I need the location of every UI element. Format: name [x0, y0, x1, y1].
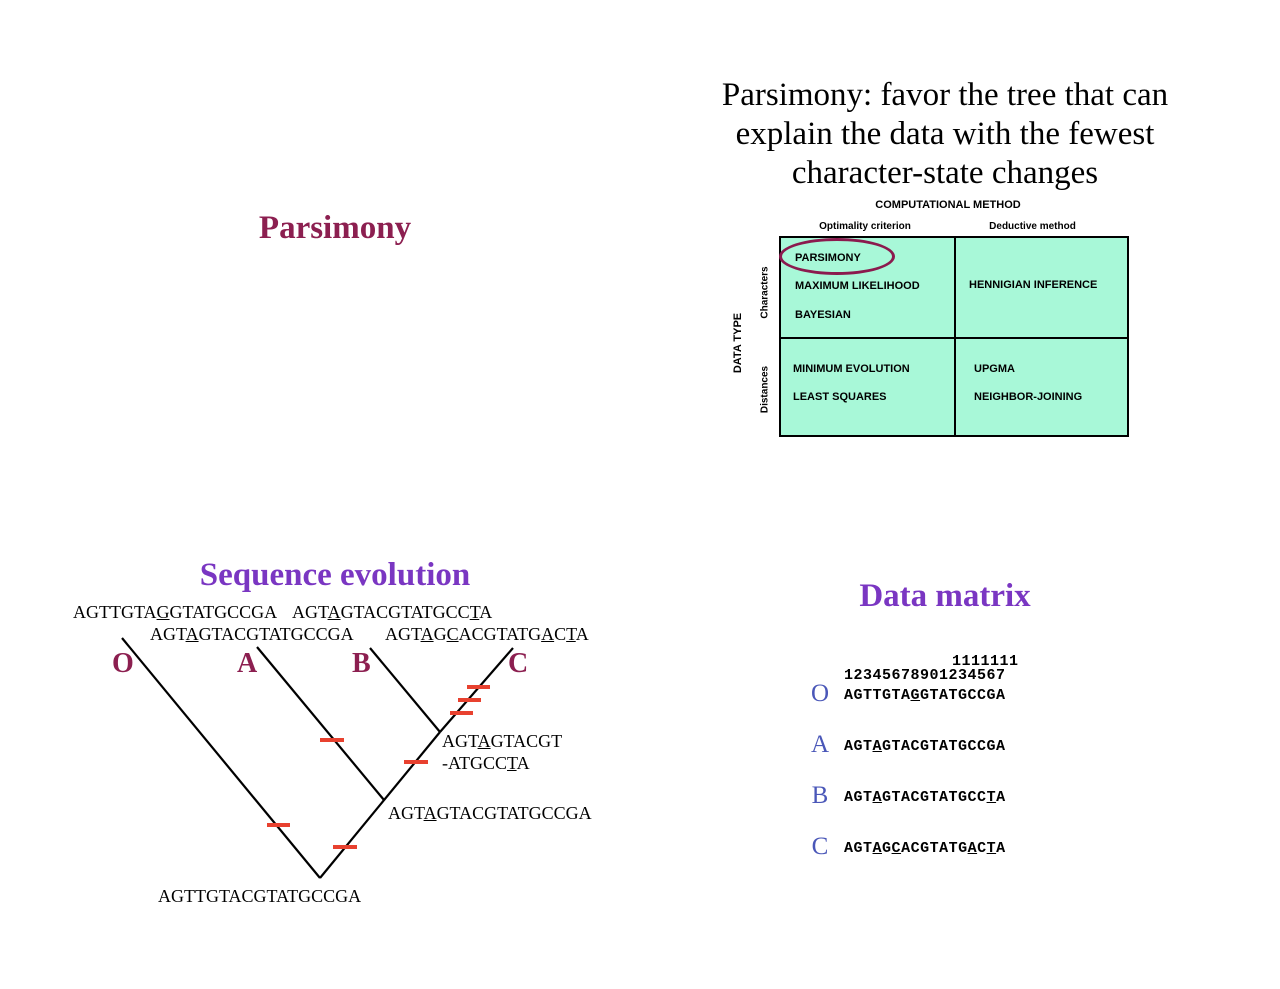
taxon-label-c: C — [508, 648, 529, 679]
taxon-label-a: A — [237, 648, 258, 679]
computational-method-heading: COMPUTATIONAL METHOD — [875, 199, 1021, 211]
sequence-a: AGTAGTACGTATGCCGA — [150, 624, 354, 644]
matrix-row-a: AGTAGTACGTATGCCGA — [844, 738, 1006, 755]
matrix-row-o: AGTTGTAGGTATGCCGA — [844, 687, 1006, 704]
grid-divider-horizontal — [781, 337, 1127, 339]
sequence-evolution-title: Sequence evolution — [199, 557, 471, 593]
optimality-criterion-heading: Optimality criterion — [819, 221, 911, 232]
deductive-method-heading: Deductive method — [989, 221, 1076, 232]
method-bayesian: BAYESIAN — [795, 309, 851, 321]
matrix-row-label-c: C — [811, 833, 829, 860]
sequence-c: AGTAGCACGTATGACTA — [385, 624, 589, 644]
method-neighbor-joining: NEIGHBOR-JOINING — [974, 391, 1083, 403]
matrix-row-label-a: A — [810, 731, 830, 758]
root-sequence: AGTTGTACGTATGCCGA — [158, 886, 362, 906]
method-upgma: UPGMA — [974, 363, 1015, 375]
method-maximum-likelihood: MAXIMUM LIKELIHOOD — [795, 280, 920, 292]
column-index-units: 12345678901234567 — [844, 667, 1006, 684]
column-index-tens: 1111111 — [952, 653, 1019, 670]
sequence-b: AGTAGTACGTATGCCTA — [292, 602, 493, 622]
branch-b — [369, 647, 441, 733]
branch-a — [256, 646, 385, 801]
method-minimum-evolution: MINIMUM EVOLUTION — [793, 363, 910, 375]
method-hennigian-inference: HENNIGIAN INFERENCE — [969, 279, 1098, 291]
node-abc-sequence: AGTAGTACGTATGCCGA — [388, 803, 592, 823]
data-matrix-title: Data matrix — [859, 578, 1031, 614]
headline-line-1: Parsimony: favor the tree that can — [721, 77, 1169, 113]
method-least-squares: LEAST SQUARES — [793, 391, 887, 403]
node-bc-sequence-line-2: -ATGCCTA — [442, 753, 530, 773]
headline-line-2: explain the data with the fewest — [735, 116, 1155, 152]
matrix-row-label-o: O — [810, 680, 830, 707]
matrix-row-b: AGTAGTACGTATGCCTA — [844, 789, 1006, 806]
taxon-label-b: B — [352, 648, 371, 679]
headline-line-3: character-state changes — [791, 155, 1099, 191]
matrix-row-c: AGTAGCACGTATGACTA — [844, 840, 1006, 857]
grid-divider-vertical — [954, 238, 956, 435]
matrix-row-label-b: B — [811, 782, 829, 809]
taxon-label-o: O — [112, 648, 134, 679]
node-bc-sequence-line-1: AGTAGTACGT — [442, 731, 563, 751]
parsimony-highlight-ellipse — [779, 238, 895, 275]
branch-o — [121, 637, 321, 879]
parsimony-title: Parsimony — [258, 210, 412, 246]
sequence-o: AGTTGTAGGTATGCCGA — [73, 602, 278, 622]
branch-c — [439, 647, 514, 733]
branch-root-abc — [319, 731, 441, 879]
parsimony-definition: Parsimony: favor the tree that can expla… — [700, 76, 1190, 193]
